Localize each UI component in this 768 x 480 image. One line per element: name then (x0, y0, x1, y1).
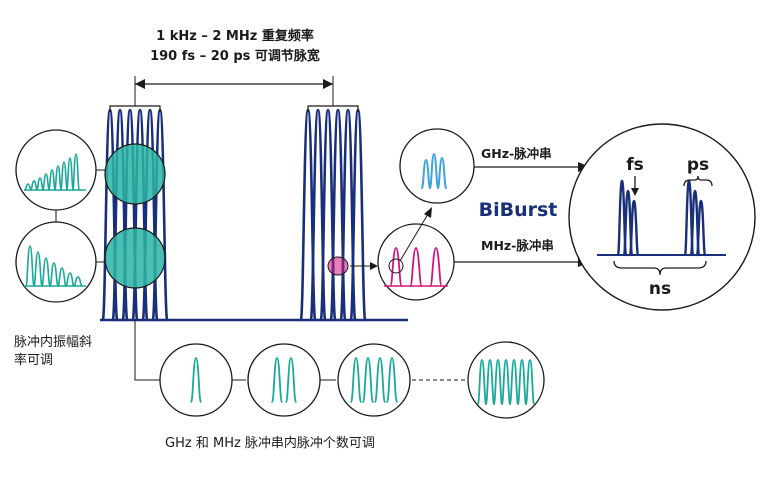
inset-pulse (41, 257, 51, 287)
count-pulse (374, 357, 386, 403)
inset-pulse (73, 276, 83, 287)
count-pulse (509, 359, 519, 405)
inset-pulse (66, 157, 74, 191)
count-connector (134, 320, 160, 381)
burst-pulse (349, 108, 367, 322)
mhz-burst-label: MHz-脉冲串 (481, 238, 554, 253)
rep-arrow-left-head (135, 79, 145, 89)
mhz-inset-pulses (384, 247, 448, 287)
inset-pulse (24, 183, 32, 191)
count-pulse (501, 359, 511, 405)
ps-brace (683, 175, 713, 187)
mhz-inset-circle (377, 223, 455, 301)
zoom-ellipse-right (327, 256, 349, 276)
count-circle-1 (159, 343, 233, 417)
count-pulse (386, 357, 398, 403)
zoom-circle-upper (104, 143, 166, 205)
detail-pulse (628, 199, 640, 257)
mhz-pulse (409, 247, 423, 287)
right-bracket (307, 105, 359, 112)
inset-pulse (72, 153, 80, 191)
right-pulse-burst (299, 108, 367, 322)
ns-brace (613, 260, 707, 276)
mhz-zoom-ring (388, 258, 404, 274)
detail-pulse (695, 199, 707, 257)
count-pulse (271, 357, 283, 403)
ps-label: ps (687, 155, 709, 175)
slope-label-line1: 脉冲内振幅斜 (14, 334, 92, 350)
count-pulse (362, 357, 374, 403)
fs-label: fs (626, 155, 644, 175)
inset-pulse (25, 245, 35, 287)
count-pulse (525, 359, 535, 405)
ghz-burst-label: GHz-脉冲串 (481, 146, 552, 161)
ghz-zoom-arrow (399, 213, 429, 262)
detail-pulses (616, 179, 707, 257)
count-pulse (285, 357, 297, 403)
count-pulse (517, 359, 527, 405)
count-pulse (493, 359, 503, 405)
count-circle-3 (337, 343, 411, 417)
detail-circle (568, 123, 756, 311)
burst-pulse (151, 108, 169, 322)
ghz-pulse (437, 156, 447, 189)
zoom-circle-lower (104, 227, 166, 289)
inset-pulse (48, 169, 56, 191)
zoom-arrow-right-head (370, 262, 378, 270)
inset-pulse (42, 173, 50, 191)
pulse-width-label: 190 fs – 20 ps 可调节脉宽 (150, 48, 320, 64)
inset-pulse (33, 251, 43, 287)
count-pulse (350, 357, 362, 403)
ghz-inset-circle (399, 128, 475, 204)
count-circle-2 (247, 343, 321, 417)
rep-arrow-right-head (323, 79, 333, 89)
inset-pulse (30, 180, 38, 191)
inset-pulse (49, 262, 59, 287)
brand-label: BiBurst (479, 199, 558, 221)
rep-rate-label: 1 kHz – 2 MHz 重复频率 (156, 28, 314, 44)
mhz-pulse (429, 247, 443, 287)
ns-label: ns (649, 279, 671, 299)
inset-pulse (54, 165, 62, 191)
count-pulse (485, 359, 495, 405)
left-bracket (109, 105, 161, 112)
count-pulses (190, 357, 535, 405)
mhz-pulse (389, 247, 403, 287)
slope-label-line2: 率可调 (14, 352, 53, 368)
ghz-inset-pulses (421, 152, 447, 189)
count-pulse (190, 357, 202, 403)
inset-rising-slope (15, 129, 97, 211)
fs-arrow-head (631, 188, 639, 196)
inset-pulse (60, 161, 68, 191)
falling-amplitude-pulses (24, 245, 86, 287)
inset-pulse (57, 267, 67, 287)
count-caption: GHz 和 MHz 脉冲串内脉冲个数可调 (165, 435, 375, 451)
ghz-zoom-arrow-head (424, 207, 432, 218)
inset-pulse (36, 177, 44, 191)
count-pulse (477, 359, 487, 405)
inset-pulse (65, 272, 75, 287)
rising-amplitude-pulses (24, 153, 86, 191)
ghz-pulse (429, 152, 439, 189)
ghz-pulse (421, 158, 431, 189)
